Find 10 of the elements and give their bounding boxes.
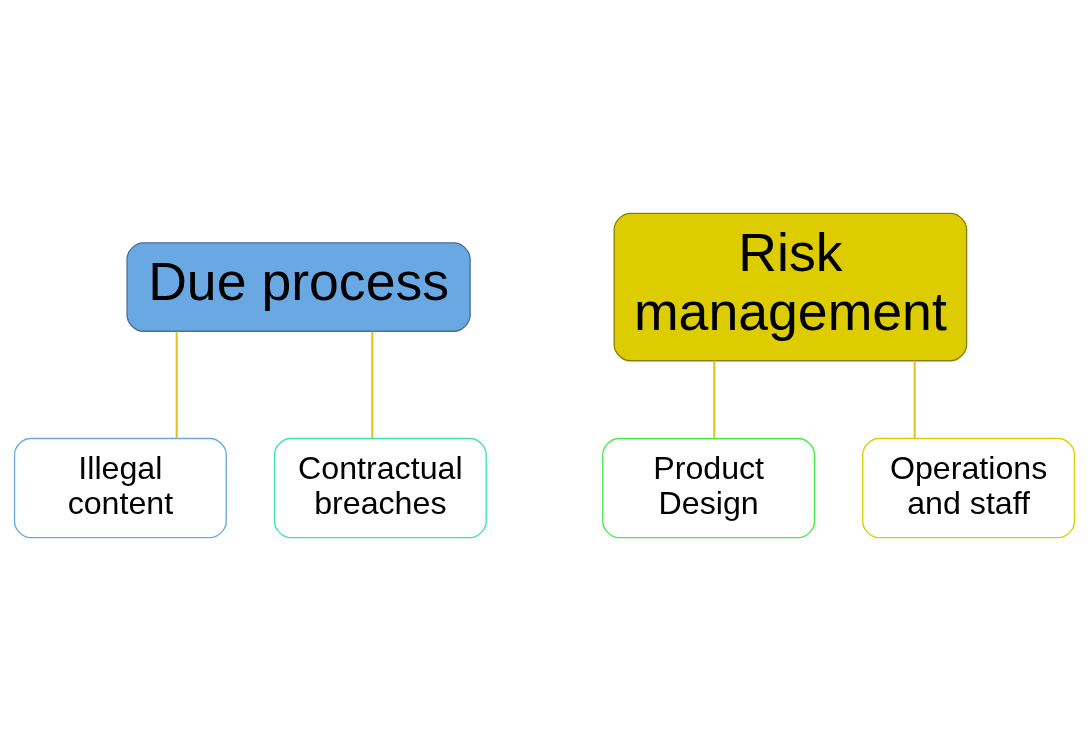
connector — [371, 331, 374, 439]
connector — [713, 360, 716, 439]
node-box: Product Design — [602, 437, 816, 539]
node-box: Operations and staff — [862, 437, 1076, 539]
node-box: Risk management — [613, 212, 968, 362]
connector — [913, 360, 916, 439]
node-box: Due process — [126, 242, 471, 332]
node-box: Contractual breaches — [273, 437, 487, 539]
node-box: Illegal content — [13, 437, 227, 539]
connector — [175, 331, 178, 439]
